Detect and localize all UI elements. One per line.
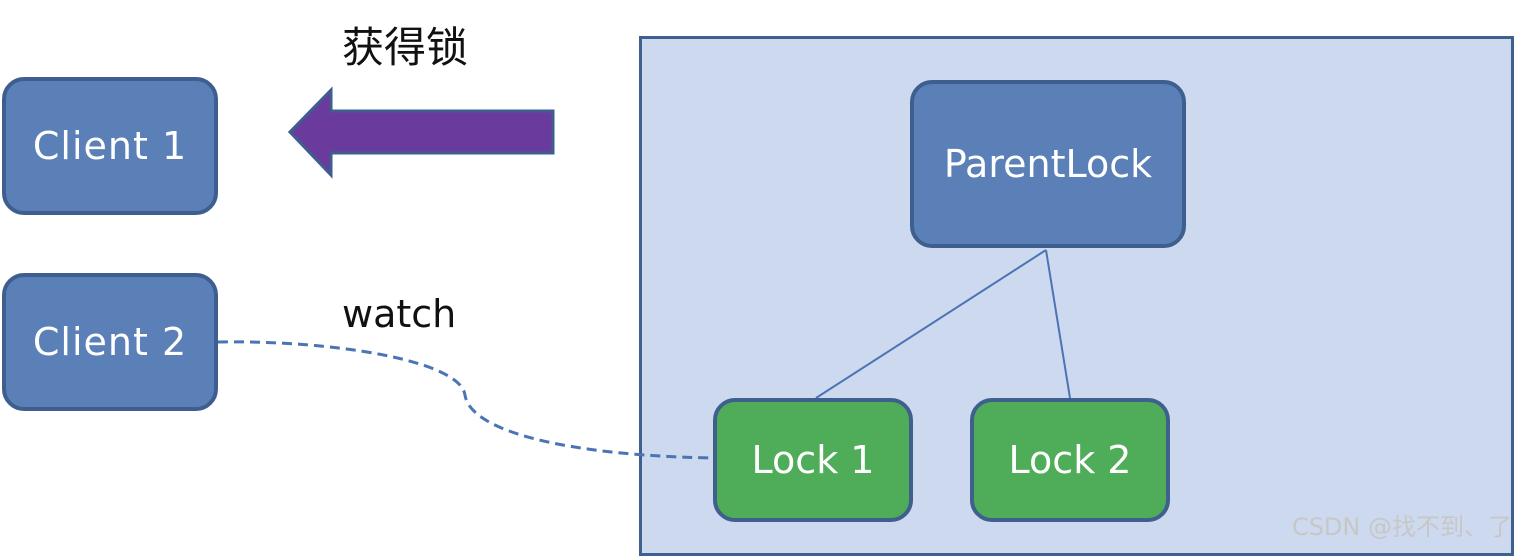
edge-parent-lock2 [1045,249,1071,399]
parent-lock-label: ParentLock [943,142,1153,186]
client-2-label: Client 2 [32,320,188,364]
acquire-lock-arrow [287,86,555,179]
acquire-lock-label: 获得锁 [342,23,469,72]
watch-label: watch [342,292,457,336]
parent-lock-node: ParentLock [910,80,1186,248]
lock-1-node: Lock 1 [713,398,913,522]
lock-2-label: Lock 2 [1008,438,1132,482]
edge-parent-lock1 [815,249,1047,399]
watch-connector [217,340,713,460]
watermark: CSDN @找不到、了 [1291,513,1512,541]
lock-2-node: Lock 2 [970,398,1170,522]
client-1-node: Client 1 [2,77,218,215]
client-2-node: Client 2 [2,273,218,411]
client-1-label: Client 1 [32,124,188,168]
lock-1-label: Lock 1 [751,438,875,482]
